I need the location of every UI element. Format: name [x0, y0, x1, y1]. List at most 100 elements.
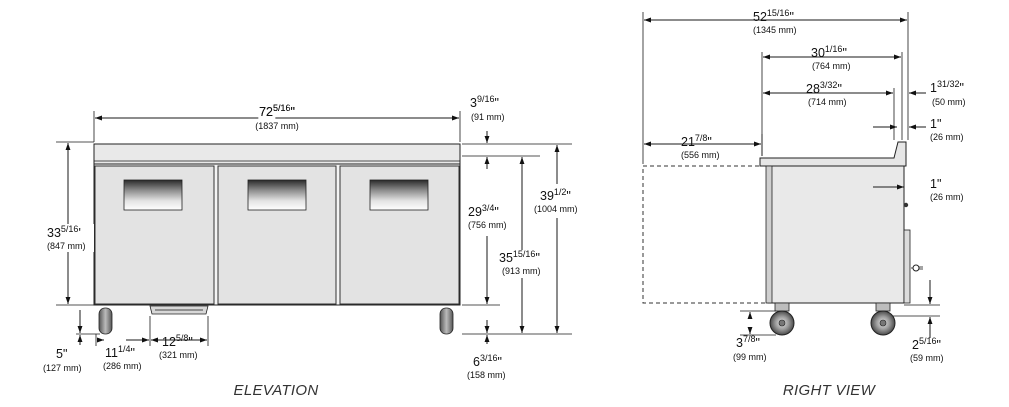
- dim-backsplash-main: 3: [470, 96, 477, 110]
- dim-work-height-main: 35: [499, 251, 513, 265]
- dim-door-swing-suffix: ": [707, 135, 711, 149]
- dim-caster-rear-frac: 5/16: [919, 336, 937, 346]
- caster-right: [439, 307, 454, 335]
- svg-text:111/4": 111/4": [105, 344, 135, 360]
- svg-text:5": 5": [56, 347, 67, 361]
- svg-text:39/16": 39/16": [470, 94, 499, 110]
- svg-text:293/4": 293/4": [468, 203, 499, 219]
- dim-door-height-mm: (756 mm): [468, 220, 507, 230]
- svg-text:391/2": 391/2": [540, 187, 571, 203]
- dim-backsplash-thick-main: 1: [930, 117, 937, 131]
- dim-handle-depth-mm: (50 mm): [932, 97, 966, 107]
- dim-caster-front-mm: (99 mm): [733, 352, 767, 362]
- dim-handle-depth-frac: 31/32: [937, 79, 960, 89]
- dim-total-width-mm: (1837 mm): [255, 121, 299, 131]
- side-countertop: [759, 141, 907, 167]
- svg-text:301/16": 301/16": [811, 44, 847, 60]
- dim-depth-open-mm: (1345 mm): [753, 25, 797, 35]
- dim-toe-clearance-mm: (158 mm): [467, 370, 506, 380]
- door-handle-middle: [247, 179, 307, 211]
- dim-overall-height-mm: (1004 mm): [534, 204, 578, 214]
- dim-total-width-frac: 5/16: [273, 103, 291, 113]
- dim-total-width: 725/16": [259, 103, 295, 119]
- dim-caster-front-main: 3: [736, 336, 743, 350]
- svg-text:725/16": 725/16": [259, 103, 295, 119]
- elevation-view: 725/16" 725/16" (1837 mm) 39/16" (91 mm)…: [40, 94, 578, 399]
- svg-text:37/8": 37/8": [736, 334, 760, 350]
- dim-height-left-frac: 5/16: [61, 224, 79, 234]
- dim-rear-offset-main: 1: [930, 177, 937, 191]
- dim-door-swing-main: 21: [681, 135, 695, 149]
- caption-right-view: RIGHT VIEW: [783, 382, 877, 399]
- dim-depth-cabinet-main: 28: [806, 82, 820, 96]
- dim-depth-overall-mm: (764 mm): [812, 61, 851, 71]
- door-swing-outline: [642, 165, 766, 304]
- dim-height-left-mm: (847 mm): [47, 241, 86, 251]
- dim-height-left-main: 33: [47, 226, 61, 240]
- dim-caster-offset-frac: 1/4: [118, 344, 131, 354]
- svg-text:1": 1": [930, 177, 941, 191]
- svg-text:283/32": 283/32": [806, 80, 842, 96]
- dim-depth-overall-suffix: ": [842, 46, 846, 60]
- svg-text:335/16': 335/16': [47, 224, 81, 240]
- dim-door-swing-mm: (556 mm): [681, 150, 720, 160]
- dim-rear-offset-mm: (26 mm): [930, 192, 964, 202]
- dim-toe-clearance-frac: 3/16: [480, 353, 498, 363]
- dim-handle-depth-suffix: ": [959, 81, 963, 95]
- dim-rear-offset-suffix: ": [937, 177, 941, 191]
- door-handle-right: [369, 179, 429, 211]
- svg-text:131/32": 131/32": [930, 79, 964, 95]
- side-cabinet: [767, 165, 905, 304]
- dim-toe-clearance-main: 6: [473, 355, 480, 369]
- dim-toe-clearance-suffix: ": [497, 355, 501, 369]
- door-handle-left: [123, 179, 183, 211]
- dim-caster-front-suffix: ": [755, 336, 759, 350]
- dim-grille-width-frac: 5/8: [176, 333, 189, 343]
- dim-caster-offset-mm: (286 mm): [103, 361, 142, 371]
- svg-text:217/8": 217/8": [681, 133, 712, 149]
- svg-text:63/16": 63/16": [473, 353, 502, 369]
- dim-door-height-main: 29: [468, 205, 482, 219]
- dim-grille-width-mm: (321 mm): [159, 350, 198, 360]
- dim-caster-offset-main: 11: [105, 346, 118, 360]
- dim-backsplash-suffix: ": [494, 96, 498, 110]
- dim-overall-height-frac: 1/2: [554, 187, 567, 197]
- dim-depth-cabinet-frac: 3/32: [820, 80, 838, 90]
- dim-caster-rear-suffix: ": [936, 338, 940, 352]
- caption-elevation: ELEVATION: [234, 382, 319, 399]
- power-cord-icon: [911, 264, 923, 272]
- dim-overall-height-suffix: ": [566, 189, 570, 203]
- dim-grille-width-suffix: ": [188, 335, 192, 349]
- dim-caster-rear-mm: (59 mm): [910, 353, 944, 363]
- dim-door-height-frac: 3/4: [482, 203, 495, 213]
- dim-depth-open-main: 52: [753, 10, 767, 24]
- dim-depth-overall-main: 30: [811, 46, 825, 60]
- dim-depth-open-frac: 15/16: [767, 8, 790, 18]
- dim-work-height-mm: (913 mm): [502, 266, 541, 276]
- caster-left: [98, 307, 113, 335]
- dim-caster-rear-main: 2: [912, 338, 919, 352]
- dim-height-left-suffix: ': [78, 226, 80, 240]
- dim-caster-height-mm: (127 mm): [43, 363, 82, 373]
- rear-housing: [903, 229, 911, 304]
- svg-text:1": 1": [930, 117, 941, 131]
- dim-backsplash-thick-suffix: ": [937, 117, 941, 131]
- dim-handle-depth-main: 1: [930, 81, 937, 95]
- svg-text:5215/16": 5215/16": [753, 8, 794, 24]
- dim-work-height-frac: 15/16: [513, 249, 536, 259]
- dim-caster-height-main: 5: [56, 347, 63, 361]
- svg-text:3515/16": 3515/16": [499, 249, 540, 265]
- dim-backsplash-frac: 9/16: [477, 94, 495, 104]
- dim-total-width-main: 72: [259, 105, 273, 119]
- dim-depth-cabinet-mm: (714 mm): [808, 97, 847, 107]
- dim-total-width-suffix: ": [291, 105, 295, 119]
- svg-text:125/8": 125/8": [162, 333, 193, 349]
- right-view: 5215/16" (1345 mm) 301/16" (764 mm) 283/…: [642, 8, 966, 399]
- dim-work-height-suffix: ": [535, 251, 539, 265]
- dim-depth-overall-frac: 1/16: [825, 44, 843, 54]
- dim-depth-cabinet-suffix: ": [837, 82, 841, 96]
- dim-door-height-suffix: ": [494, 205, 498, 219]
- dim-door-swing-frac: 7/8: [695, 133, 708, 143]
- svg-text:25/16": 25/16": [912, 336, 941, 352]
